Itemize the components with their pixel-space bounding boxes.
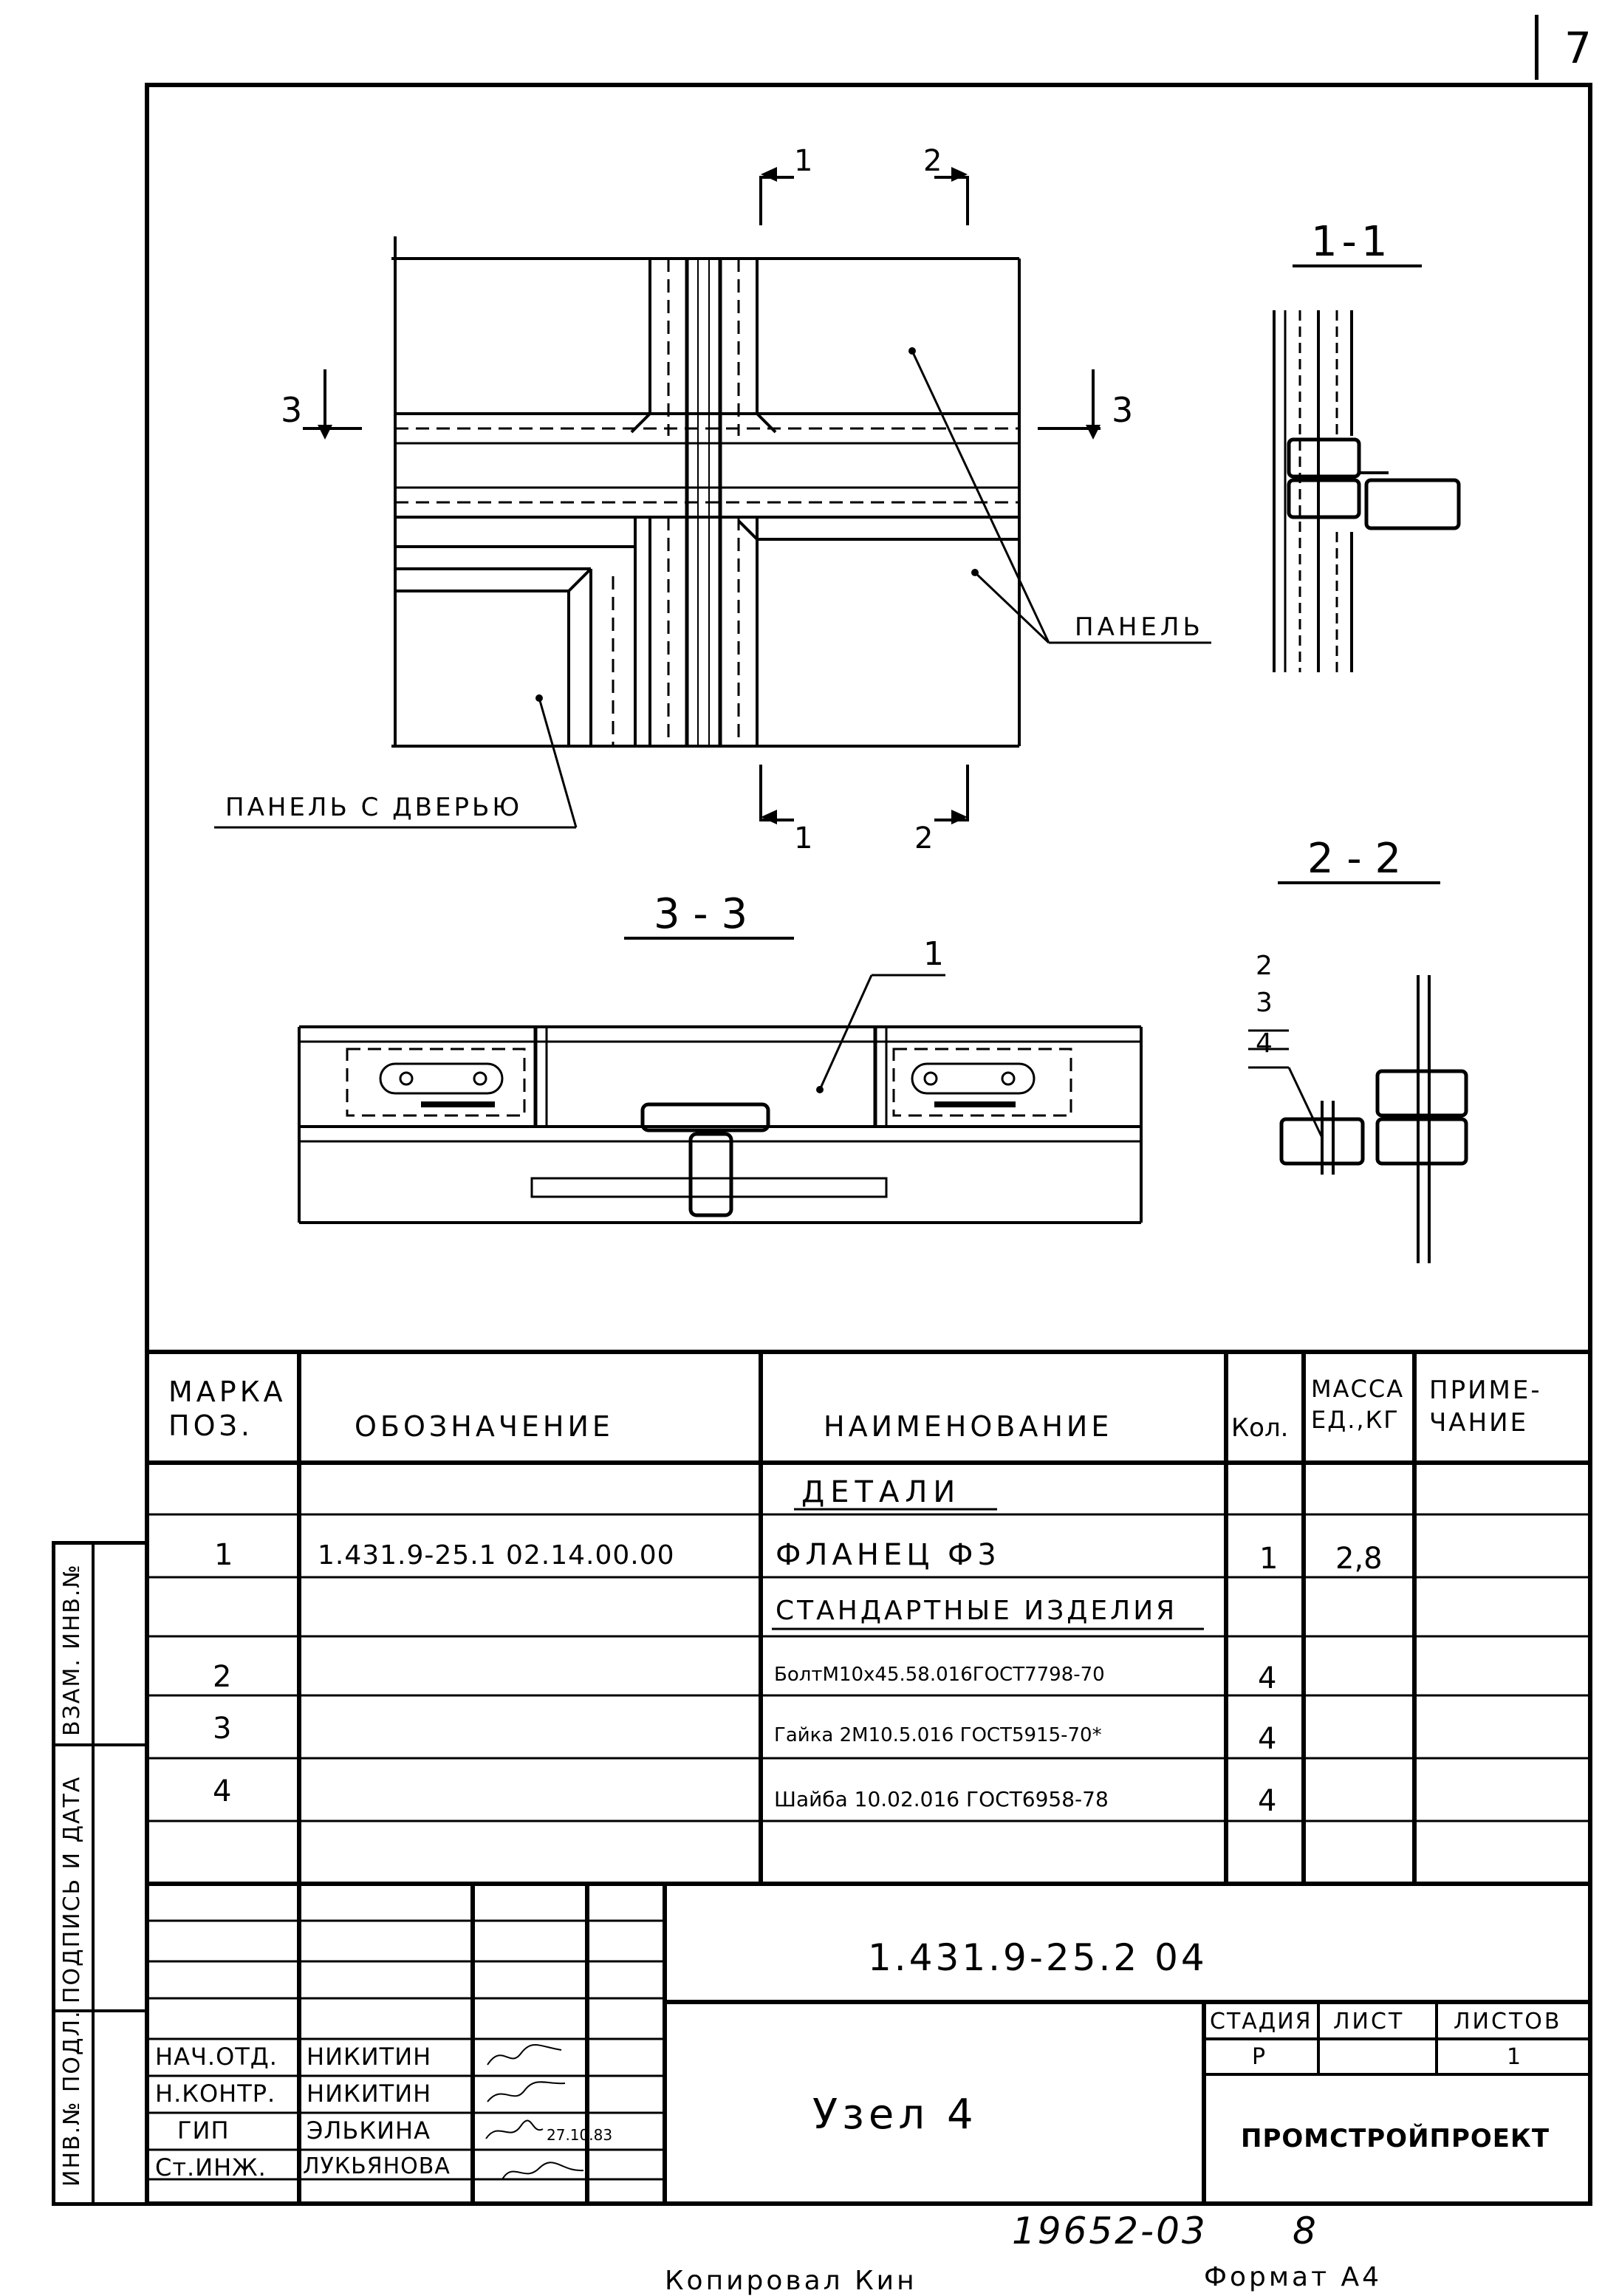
row1-qty: 1	[1259, 1542, 1279, 1576]
signer-4-role: Ст.ИНЖ.	[155, 2153, 267, 2181]
row1-designation: 1.431.9-25.1 02.14.00.00	[318, 1540, 675, 1571]
row4-qty: 4	[1258, 1784, 1277, 1818]
cut-label-3-left: 3	[281, 390, 303, 430]
header-note: ПРИМЕ- ЧАНИЕ	[1429, 1376, 1542, 1438]
assembly-drawing	[214, 167, 1468, 1263]
org-name: ПРОМСТРОЙПРОЕКТ	[1241, 2124, 1550, 2153]
header-mark: МАРКА ПОЗ.	[168, 1376, 287, 1442]
row2-qty: 4	[1258, 1661, 1277, 1695]
section-title-3-3: 3 - 3	[654, 890, 748, 938]
signer-2-role: Н.КОНТР.	[155, 2080, 276, 2108]
row1-pos: 1	[214, 1538, 233, 1572]
row4-name: Шайба 10.02.016 ГОСТ6958-78	[774, 1787, 1109, 1811]
signatures	[485, 2044, 584, 2180]
side-stamp-divider-2	[52, 2009, 148, 2012]
side-stamp-inner-line	[92, 1541, 95, 2206]
side-stamp	[52, 1541, 149, 2206]
row3-qty: 4	[1258, 1722, 1277, 1756]
section-standard: СТАНДАРТНЫЕ ИЗДЕЛИЯ	[776, 1596, 1178, 1626]
signer-3-role: ГИП	[177, 2116, 230, 2145]
row1-mass: 2,8	[1335, 1542, 1383, 1576]
cut-label-2-top: 2	[923, 144, 942, 178]
sheets-label: ЛИСТОВ	[1454, 2009, 1562, 2034]
cut-label-1-bottom: 1	[794, 821, 813, 855]
side-stamp-divider-1	[52, 1743, 148, 1746]
header-name: НАИМЕНОВАНИЕ	[824, 1410, 1113, 1443]
row2-pos: 2	[213, 1660, 232, 1694]
signer-4-name: ЛУКЬЯНОВА	[303, 2153, 451, 2179]
row4-pos: 4	[213, 1774, 232, 1808]
drawing-frame	[145, 83, 1592, 2206]
label-panel: ПАНЕЛЬ	[1075, 612, 1204, 642]
section-title-2-2: 2 - 2	[1307, 835, 1402, 883]
signer-2-name: НИКИТИН	[307, 2080, 432, 2108]
stage-value: Р	[1252, 2044, 1266, 2070]
sheet-number: 7	[1564, 23, 1592, 73]
cut-label-2-bottom: 2	[914, 821, 934, 855]
format-label: Формат А4	[1204, 2262, 1383, 2292]
position-callout-4: 4	[1256, 1028, 1273, 1059]
sheet-label: ЛИСТ	[1333, 2009, 1405, 2034]
signer-3-date: 27.10.83	[547, 2126, 613, 2144]
position-callout-3: 3	[1256, 988, 1273, 1018]
header-mass: МАССА ЕД.,КГ	[1311, 1375, 1405, 1434]
header-qty: Кол.	[1231, 1413, 1289, 1443]
cut-label-3-right: 3	[1112, 390, 1134, 430]
signer-1-name: НИКИТИН	[307, 2043, 432, 2071]
signer-1-role: НАЧ.ОТД.	[155, 2043, 278, 2071]
sheets-value: 1	[1507, 2044, 1522, 2070]
header-designation: ОБОЗНАЧЕНИЕ	[355, 1410, 614, 1443]
stage-label: СТАДИЯ	[1210, 2009, 1312, 2034]
archive-number: 19652-03	[1012, 2210, 1208, 2252]
label-panel-door: ПАНЕЛЬ С ДВЕРЬЮ	[225, 793, 523, 822]
archive-sheet: 8	[1293, 2210, 1316, 2252]
doc-code: 1.431.9-25.2 04	[868, 1936, 1208, 1979]
position-callout-2: 2	[1256, 951, 1273, 981]
row1-name: ФЛАНЕЦ Ф3	[776, 1538, 1001, 1572]
row3-name: Гайка 2М10.5.016 ГОСТ5915-70*	[774, 1724, 1102, 1746]
row2-name: БолтМ10х45.58.016ГОСТ7798-70	[774, 1664, 1105, 1686]
cut-label-1-top: 1	[794, 144, 813, 178]
copied-label: Копировал Кин	[665, 2266, 917, 2296]
drawing-title: Узел 4	[812, 2091, 978, 2139]
section-title-1-1: 1-1	[1311, 218, 1392, 266]
row3-pos: 3	[213, 1712, 232, 1746]
sheet-number-divider	[1535, 15, 1538, 80]
position-callout-1: 1	[923, 935, 944, 973]
section-details: ДЕТАЛИ	[801, 1475, 962, 1509]
signer-3-name: ЭЛЬКИНА	[307, 2116, 431, 2145]
